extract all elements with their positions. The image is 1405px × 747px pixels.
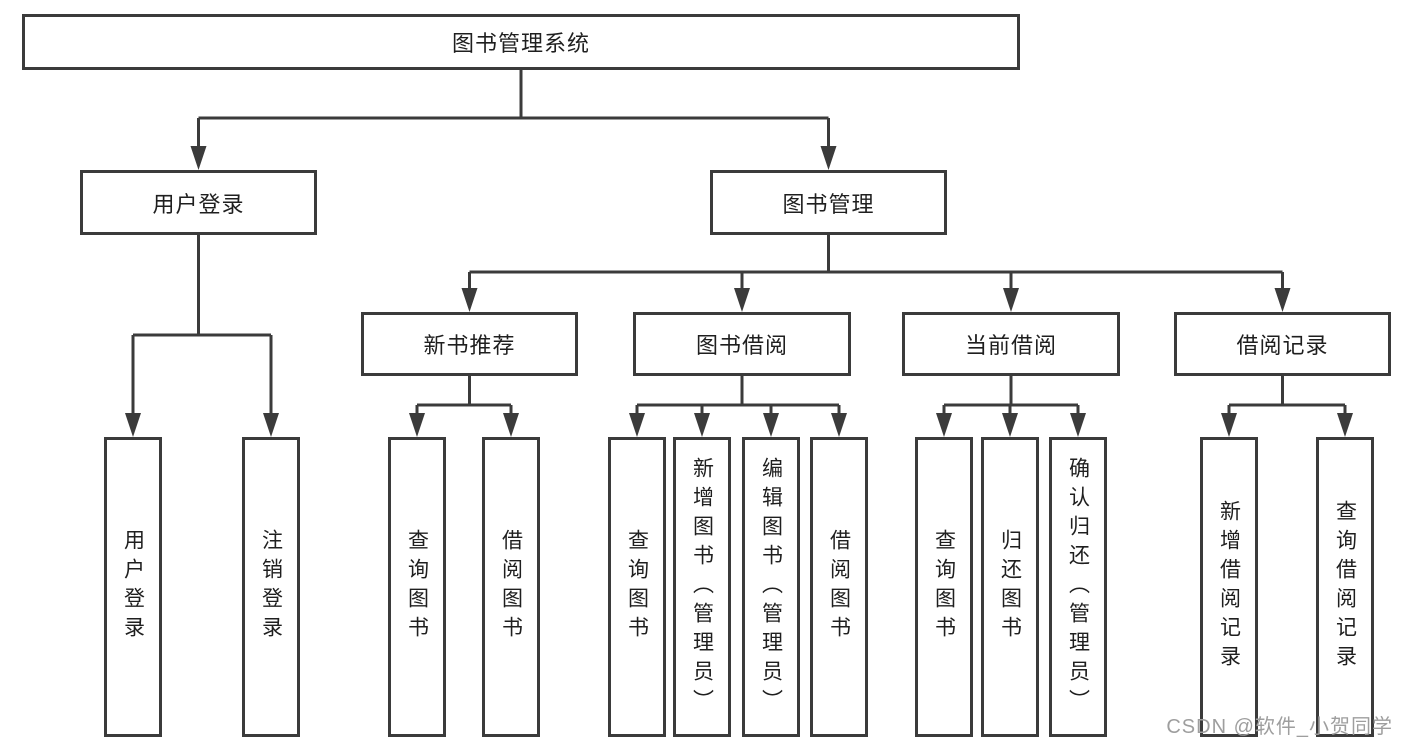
- node-leaf-query-books-borrowing: 查询图书: [608, 437, 666, 737]
- node-label: 新增借阅记录: [1217, 500, 1241, 674]
- node-label: 查询图书: [405, 529, 429, 645]
- node-label: 当前借阅: [964, 333, 1057, 358]
- node-leaf-confirm-return-admin: 确认归还（管理员）: [1049, 437, 1107, 737]
- node-leaf-query-books-recommend: 查询图书: [388, 437, 446, 737]
- edge-root-to-level2: [190, 70, 837, 170]
- node-new-book-recommend: 新书推荐: [361, 312, 578, 376]
- node-label: 图书管理: [782, 191, 875, 217]
- node-label: 编辑图书（管理员）: [759, 456, 783, 718]
- node-label: 借阅图书: [499, 529, 523, 645]
- node-book-management: 图书管理: [710, 170, 947, 235]
- node-leaf-add-borrow-record: 新增借阅记录: [1200, 437, 1258, 737]
- node-label: 图书借阅: [695, 333, 788, 358]
- node-label: 图书管理系统: [451, 31, 590, 56]
- node-label: 借阅记录: [1236, 333, 1329, 358]
- node-label: 新书推荐: [423, 333, 516, 358]
- node-leaf-user-login-action: 用户登录: [104, 437, 162, 737]
- node-book-borrowing: 图书借阅: [633, 312, 851, 376]
- node-leaf-query-borrow-record: 查询借阅记录: [1316, 437, 1374, 737]
- node-library-management-system: 图书管理系统: [22, 14, 1020, 70]
- node-label: 归还图书: [998, 529, 1022, 645]
- edge-book-borrowing-to-leaves: [629, 376, 847, 437]
- node-label: 确认归还（管理员）: [1066, 456, 1090, 718]
- node-leaf-borrow-book-borrowing: 借阅图书: [810, 437, 868, 737]
- node-label: 新增图书（管理员）: [690, 456, 714, 718]
- edge-current-borrowing-to-leaves: [936, 376, 1086, 437]
- edge-user-login-to-leaves: [125, 235, 279, 437]
- node-leaf-query-books-current: 查询图书: [915, 437, 973, 737]
- edge-borrow-records-to-leaves: [1221, 376, 1353, 437]
- node-leaf-add-book-admin: 新增图书（管理员）: [673, 437, 731, 737]
- node-leaf-edit-book-admin: 编辑图书（管理员）: [742, 437, 800, 737]
- edge-new-book-recommend-to-leaves: [409, 376, 519, 437]
- node-label: 用户登录: [121, 529, 145, 645]
- node-leaf-logout-action: 注销登录: [242, 437, 300, 737]
- edge-book-management-to-level3: [461, 235, 1291, 312]
- node-label: 查询图书: [625, 529, 649, 645]
- node-leaf-return-book: 归还图书: [981, 437, 1039, 737]
- node-leaf-borrow-book-recommend: 借阅图书: [482, 437, 540, 737]
- node-user-login: 用户登录: [80, 170, 317, 235]
- node-label: 注销登录: [259, 529, 283, 645]
- node-label: 查询图书: [932, 529, 956, 645]
- node-label: 借阅图书: [827, 529, 851, 645]
- node-label: 查询借阅记录: [1333, 500, 1357, 674]
- csdn-watermark: CSDN @软件_小贺同学: [1166, 716, 1393, 738]
- node-borrow-records: 借阅记录: [1174, 312, 1391, 376]
- node-current-borrowing: 当前借阅: [902, 312, 1120, 376]
- node-label: 用户登录: [152, 191, 245, 217]
